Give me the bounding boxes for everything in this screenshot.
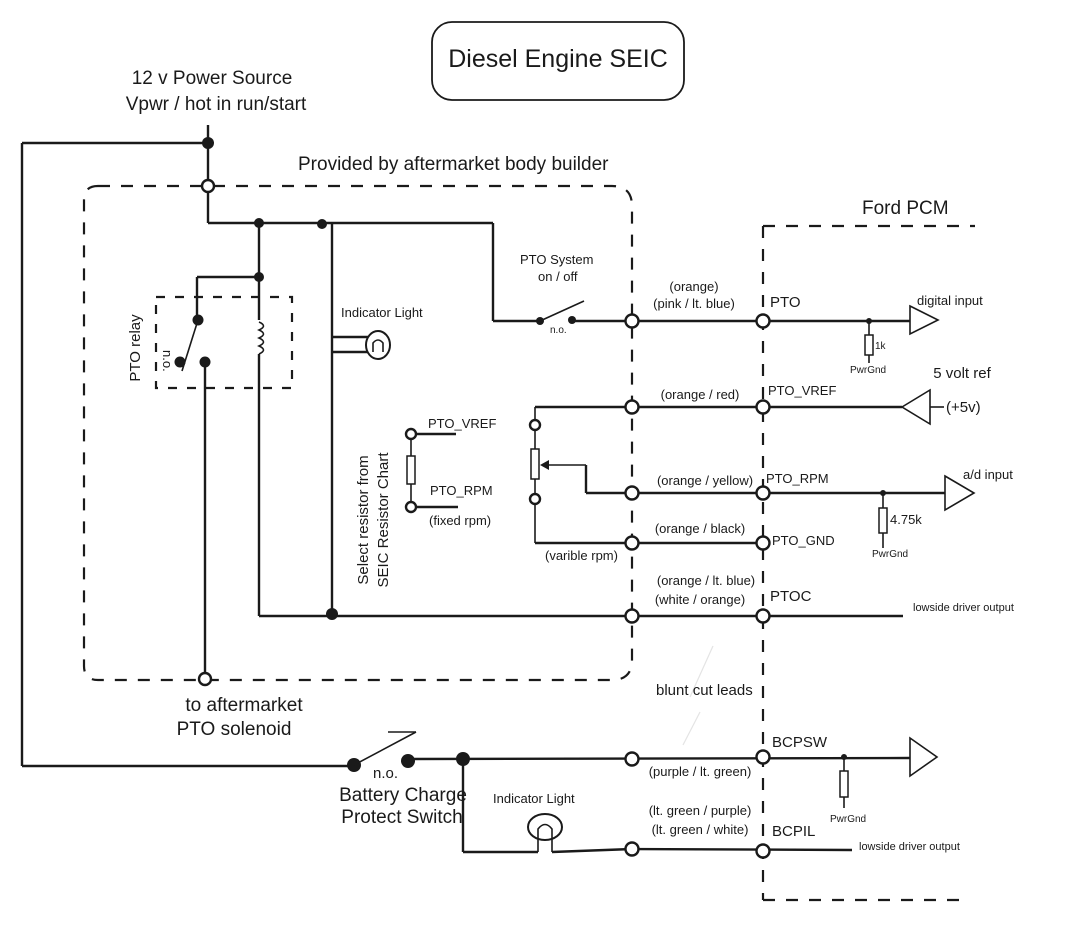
bcpsw-input-buffer-icon [909,736,939,778]
wiper-arrow-icon [540,460,549,470]
variable-rpm-potentiometer: (varible rpm) [528,405,632,563]
rpm-wire-color: (orange / yellow) [657,473,753,488]
bcpil-wire-color-2: (lt. green / white) [652,822,749,837]
bcpsw-pin-label: BCPSW [772,734,828,751]
relay-contact-label: n.o. [160,350,175,372]
battery-switch-label: Battery Charge [339,785,467,806]
circuit-pto-rpm: (orange / yellow) PTO_RPM 4.75k PwrGnd a… [624,467,1013,560]
variable-rpm-label: (varible rpm) [545,548,618,563]
battery-switch-contact-label: n.o. [373,765,398,782]
fixed-rpm-resistor: PTO_VREF PTO_RPM (fixed rpm) [404,416,496,528]
digital-input-buffer-icon [909,304,940,336]
aftermarket-box-label: Provided by aftermarket body builder [298,154,609,175]
rpm-pull-resistor-value: 4.75k [890,512,922,527]
select-resistor-label: Select resistor from [355,455,372,584]
lamp-icon [365,330,391,360]
relay-coil-icon [257,321,265,355]
power-source-sublabel: Vpwr / hot in run/start [126,94,307,115]
pto-switch-sublabel: on / off [538,269,578,284]
select-resistor-sublabel: SEIC Resistor Chart [375,452,392,588]
power-connector [200,178,216,194]
circuit-bcpil: (lt. green / purple) (lt. green / white)… [624,803,960,859]
rpm-pcm-function: a/d input [963,467,1013,482]
vref-pin-label: PTO_VREF [768,383,836,398]
solenoid-connector [197,671,213,687]
circuit-ptoc: (orange / lt. blue) (white / orange) PTO… [259,573,1014,624]
ad-input-buffer-icon [944,474,976,512]
bcpil-pin-label: BCPIL [772,823,815,840]
power-junction [202,137,214,149]
rpm-pin-label: PTO_RPM [766,471,829,486]
blunt-cut-leads-label: blunt cut leads [656,682,753,699]
ptoc-pin-label: PTOC [770,588,812,605]
battery-charge-protect-switch: n.o. Battery Charge Protect Switch [339,731,911,854]
lamp-icon [527,813,563,841]
pto-relay-label: PTO relay [127,314,144,382]
bcpil-pcm-function: lowside driver output [859,841,960,853]
battery-switch-sublabel: Protect Switch [341,807,462,828]
fixed-rpm-pin-label: PTO_RPM [430,483,493,498]
gnd-pin-label: PTO_GND [772,533,835,548]
ptoc-pcm-function: lowside driver output [913,602,1014,614]
pto-pcm-function: digital input [917,293,983,308]
bcp-indicator-light: Indicator Light [493,791,633,854]
circuit-bcpsw: BCPSW (purple / lt. green) PwrGnd [624,734,939,825]
circuit-pto-vref: (orange / red) PTO_VREF 5 volt ref (+5v) [624,365,992,426]
bcpsw-wire-color: (purple / lt. green) [649,764,752,779]
junction [254,272,264,282]
bcpil-wire-color-1: (lt. green / purple) [649,803,752,818]
pto-pin-label: PTO [770,294,801,311]
vref-wire-color: (orange / red) [661,387,740,402]
power-source-label: 12 v Power Source [132,68,293,89]
power-feed [20,125,540,768]
pto-wire-color-1: (orange) [669,279,718,294]
pto-wire-color-2: (pink / lt. blue) [653,296,735,311]
ptoc-wire-color-1: (orange / lt. blue) [657,573,755,588]
vref-pcm-function: 5 volt ref [933,365,991,382]
pto-relay: PTO relay n.o. [127,223,294,677]
indicator-light-bottom-label: Indicator Light [493,791,575,806]
indicator-light-top-label: Indicator Light [341,305,423,320]
bcpsw-ground-label: PwrGnd [830,814,866,825]
circuit-pto-gnd: (orange / black) PTO_GND [624,521,835,551]
pto-switch-label: PTO System [520,252,593,267]
aftermarket-boundary [82,184,634,682]
fixed-rpm-note: (fixed rpm) [429,513,491,528]
pto-pull-resistor-value: 1k [875,341,887,352]
pto-indicator-light: Indicator Light [330,224,423,613]
pto-switch-contact-label: n.o. [550,325,567,336]
junction [317,219,327,229]
solenoid-sublabel: PTO solenoid [177,719,292,740]
title-box: Diesel Engine SEIC [431,21,685,101]
vref-supply-buffer-icon [900,388,931,426]
rpm-ground-label: PwrGnd [872,549,908,560]
ptoc-wire-color-2: (white / orange) [655,592,745,607]
gnd-wire-color: (orange / black) [655,521,745,536]
circuit-pto: (orange) (pink / lt. blue) PTO 1k PwrGnd… [624,279,983,376]
pcm-box-label: Ford PCM [862,198,949,219]
solenoid-label: to aftermarket [185,695,303,716]
diagram-title: Diesel Engine SEIC [448,45,668,73]
pto-ground-label: PwrGnd [850,365,886,376]
fixed-vref-label: PTO_VREF [428,416,496,431]
pto-system-switch: PTO System on / off n.o. [520,252,910,336]
vref-supply-label: (+5v) [946,399,981,416]
